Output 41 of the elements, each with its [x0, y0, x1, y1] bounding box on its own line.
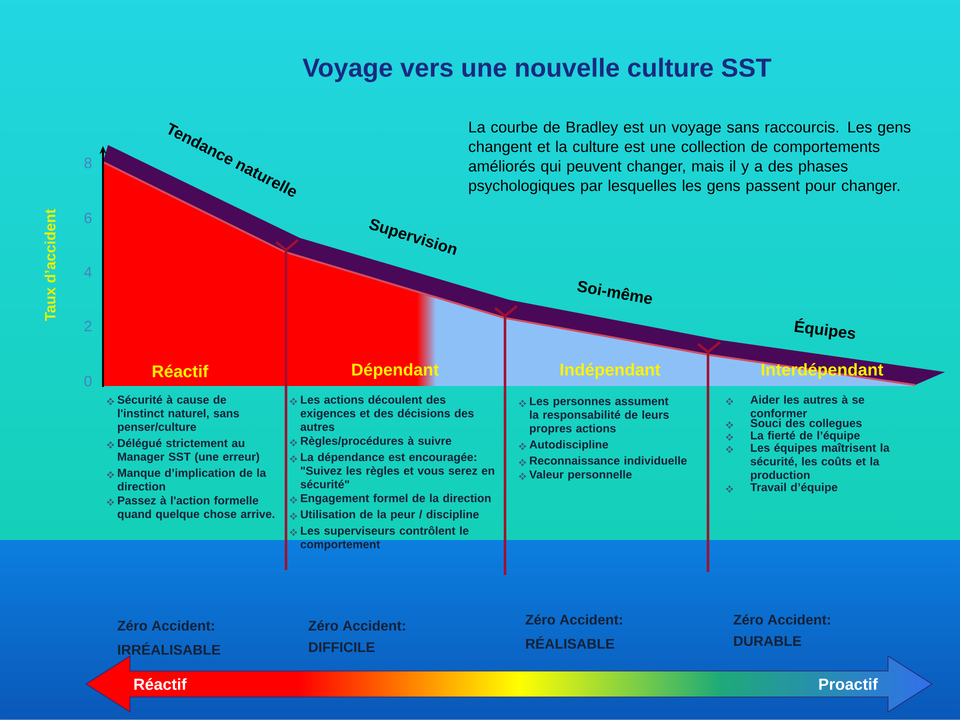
- title: Voyage vers une nouvelle culture SST: [302, 58, 772, 82]
- bullet-item: Souci des collegues: [750, 418, 862, 430]
- bullet-item: Valeur personnelle: [529, 470, 632, 481]
- outcome-text: Zéro Accident:: [734, 614, 830, 625]
- bullet-item: Passez à l'action formelle quand quelque chose arrive.: [118, 496, 274, 520]
- phase-name: Réactif: [152, 364, 208, 378]
- tick-label: 8: [84, 158, 92, 168]
- bullet-item: Les équipes maîtrisent la sécurité, les coûts et la production: [750, 443, 890, 482]
- phase-name: Indépendant: [560, 363, 660, 379]
- tick-label: 6: [84, 212, 92, 224]
- bullet-item: Délégué strictement au Manager SST (une erreur): [118, 438, 260, 464]
- curve-label: Équipes: [794, 318, 856, 340]
- bullet-item: Les personnes assument la responsabilité de leurs propres actions: [530, 397, 669, 435]
- bullet-item: La fierté de l’équipe: [750, 430, 860, 442]
- outcome-text: DIFFICILE: [309, 642, 375, 652]
- bullet-item: Les superviseurs contrôlent le comportement: [300, 526, 469, 551]
- outcome-text: DURABLE: [734, 636, 802, 646]
- bullet-item: Engagement formel de la direction: [300, 494, 491, 505]
- scale-end-label: Proactif: [819, 678, 878, 690]
- intro-paragraph: La courbe de Bradley est un voyage sans raccourcis. Les gens changent et la culture est une collection de comportements améliorés qui peuvent changer, mais il y a des phases psychologiques par lesquelles les gens passent pour changer.: [468, 121, 910, 194]
- tick-label: 4: [84, 266, 92, 278]
- axis-title: Taux d’accident: [44, 209, 56, 321]
- outcome-text: Zéro Accident:: [308, 620, 405, 631]
- outcome-text: Zéro Accident:: [118, 620, 214, 631]
- bullet-item: Les actions découlent des exigences et des décisions des autres: [300, 395, 474, 431]
- bullet-item: Aider les autres à se conformer: [750, 395, 864, 418]
- outcome-text: IRRÉALISABLE: [118, 642, 220, 655]
- bullet-item: La dépendance est encouragée: "Suivez les règles et vous serez en sécurité": [300, 452, 494, 488]
- tick-label: 2: [84, 320, 92, 332]
- outcome-text: RÉALISABLE: [526, 636, 614, 649]
- bullet-item: Reconnaissance individuelle: [530, 456, 687, 465]
- bullet-item: Travail d’équipe: [750, 482, 838, 494]
- bullet-item: Règles/procédures à suivre: [300, 436, 452, 448]
- tick-label: 0: [84, 376, 92, 386]
- bullet-item: Utilisation de la peur / discipline: [300, 510, 479, 521]
- scale-end-label: Réactif: [134, 678, 187, 690]
- bullet-item: Sécurité à cause de l'instinct naturel, sans penser/culture: [118, 395, 239, 434]
- bullet-item: Autodiscipline: [530, 440, 608, 451]
- outcome-text: Zéro Accident:: [526, 614, 622, 625]
- curve-label: Soi-même: [577, 280, 652, 304]
- bullet-item: Manque d’implication de la direction: [118, 468, 266, 491]
